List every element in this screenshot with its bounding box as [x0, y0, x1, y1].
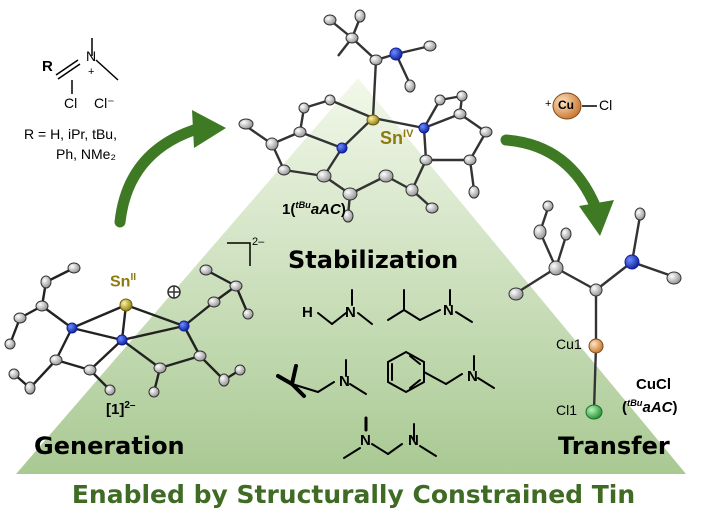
reagent-r-definition-2: Ph, NMe₂ [56, 146, 116, 162]
carbene-n-3: N [339, 373, 350, 390]
cucl-label-line1: CuCl [636, 376, 671, 393]
triangle-background [16, 78, 686, 474]
copper-reagent-halide: Cl [599, 97, 613, 113]
carbene-n-5: N [360, 432, 371, 449]
cucl-label-line2: (tBuaAC) [622, 398, 678, 416]
stage-generation: Generation [34, 432, 185, 460]
copper-reagent-plus: + [545, 98, 552, 110]
dianion-bracket [227, 242, 251, 266]
copper-chloride-reagent-graphic [552, 92, 597, 120]
sn-iv-label: SnIV [380, 128, 414, 148]
bracket-charge: 2– [252, 236, 265, 248]
carbene-formulas [276, 289, 495, 459]
iminium-reagent-structure [55, 38, 119, 94]
stage-stabilization: Stabilization [288, 246, 459, 274]
reagent-nitrogen: N [86, 48, 97, 64]
carbene-n-2: N [443, 302, 454, 319]
cu1-atom-label: Cu1 [556, 336, 582, 352]
reagent-chloride: Cl⁻ [94, 95, 115, 111]
dianion-label: [1]2– [106, 400, 136, 418]
sn-iv-atoms [238, 9, 493, 223]
cucl-atoms [508, 200, 682, 420]
reagent-r-group: R [42, 58, 53, 75]
cl1-atom-label: Cl1 [556, 402, 578, 418]
sn-ii-atoms [4, 262, 254, 398]
stage-transfer: Transfer [558, 432, 670, 460]
complex-label: 1(tBuaAC) [282, 200, 346, 218]
carbene-n-6: N [408, 432, 419, 449]
carbene-h: H [302, 304, 313, 321]
carbene-n-1: N [345, 304, 356, 321]
sn-ii-label: SnII [110, 272, 137, 291]
reagent-plus: + [88, 66, 95, 78]
arrow-generation-to-stabilization [114, 110, 226, 228]
reagent-r-definition-1: R = H, iPr, tBu, [24, 126, 117, 142]
copper-reagent-metal: Cu [558, 98, 574, 112]
arrow-stabilization-to-transfer [500, 134, 614, 236]
main-title: Enabled by Structurally Constrained Tin [71, 480, 636, 509]
reagent-cl-bound: Cl [64, 95, 78, 111]
carbene-n-4: N [467, 368, 478, 385]
